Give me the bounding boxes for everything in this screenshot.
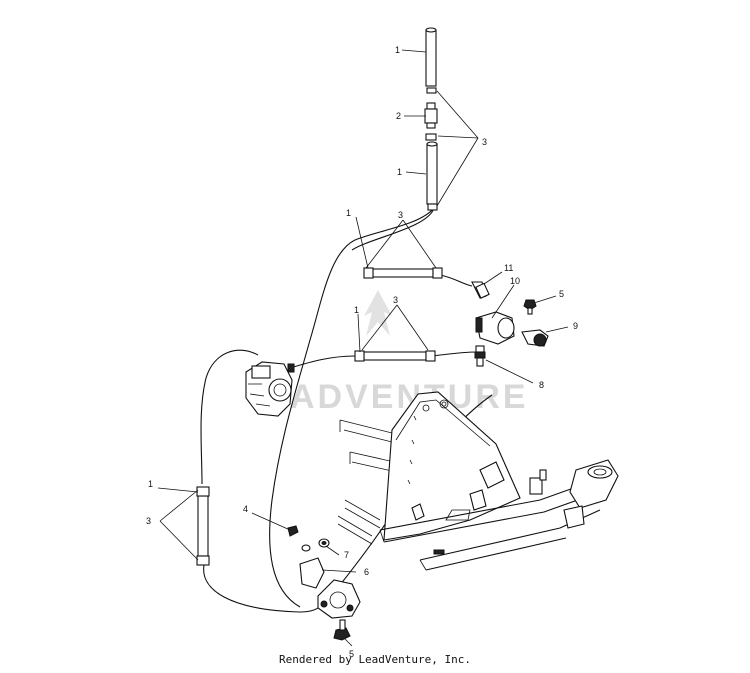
carburetor [245,361,295,417]
callout-5: 5 [349,649,354,659]
screw-4 [287,525,299,537]
callout-7: 7 [344,550,349,560]
fuel-lines [200,207,493,613]
hose-1-horizontal-upper [363,267,443,279]
rendered-by-footer: Rendered by LeadVenture, Inc. [278,653,472,666]
callout-3: 3 [393,295,398,305]
fuel-pump [299,557,361,619]
callout-1: 1 [148,479,153,489]
callout-8: 8 [539,380,544,390]
flame-logo-icon [364,290,392,336]
elbow-fitting-11 [471,281,490,299]
callout-3: 3 [398,210,403,220]
callout-5: 5 [559,289,564,299]
hose-1-top [425,27,437,87]
adventure-watermark: ADVENTURE [290,290,526,416]
hose-1-horizontal-lower [354,350,436,362]
knob-9 [521,329,549,347]
callout-3: 3 [146,516,151,526]
hose-1-middle [426,141,438,205]
screw-5-top [523,299,537,315]
callout-9: 9 [573,321,578,331]
callout-1: 1 [346,208,351,218]
callout-2: 2 [396,111,401,121]
callout-4: 4 [243,504,248,514]
leader-lines [157,49,569,647]
clamp-3-a [426,87,437,94]
callout-10: 10 [510,276,520,286]
callout-3: 3 [482,137,487,147]
carb-fuel-line [289,355,356,369]
clamp-3-c [427,203,438,211]
fuel-filter-2 [424,102,438,129]
callout-1: 1 [397,167,402,177]
bolt-5-bottom [333,619,351,641]
vent-line [200,349,259,485]
fuel-valve-10 [475,311,515,345]
callout-1: 1 [395,45,400,55]
callout-labels: 1 2 3 1 1 3 11 10 5 9 1 3 8 1 3 4 7 6 5 [146,45,578,659]
hose-1-left [196,486,210,566]
washer-7 [301,538,330,552]
main-fuel-line [269,207,435,608]
vehicle-frame [337,391,619,571]
callout-1: 1 [354,305,359,315]
callout-6: 6 [364,567,369,577]
fitting-8 [474,345,486,367]
clamp-3-b [425,133,437,141]
callout-11: 11 [504,263,513,273]
